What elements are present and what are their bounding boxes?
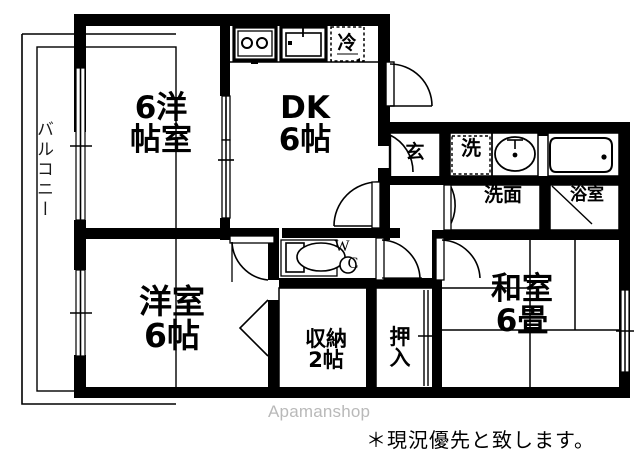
door-dk-south[interactable]: [333, 181, 381, 229]
window-balcony-upper: [70, 67, 92, 221]
door-western-room-bottom[interactable]: [229, 235, 275, 282]
window-japanese-room-east: [616, 289, 634, 373]
door-bathroom[interactable]: [551, 185, 593, 225]
washing-machine-icon: [451, 135, 491, 175]
disclaimer-note: ＊現況優先と致します。: [366, 428, 595, 452]
sink-icon: [279, 20, 328, 62]
door-entrance[interactable]: [388, 134, 414, 176]
balcony-outline: [21, 33, 177, 405]
watermark: Apamanshop: [268, 402, 371, 421]
door-dk-to-corridor[interactable]: [385, 61, 433, 107]
bathtub-icon: [549, 137, 613, 173]
door-washroom[interactable]: [443, 184, 456, 231]
vanity-basin-icon: [494, 136, 536, 172]
stove-icon: [232, 25, 278, 64]
toilet-icon: [280, 239, 357, 277]
closet-sliding-doors[interactable]: [418, 290, 436, 386]
sliding-door-western-bottom[interactable]: [238, 299, 269, 357]
interior-walls: [74, 14, 630, 392]
door-japanese-room[interactable]: [435, 237, 481, 281]
refrigerator-icon: [330, 26, 365, 62]
window-balcony-lower: [70, 269, 92, 357]
door-wc[interactable]: [375, 237, 422, 281]
